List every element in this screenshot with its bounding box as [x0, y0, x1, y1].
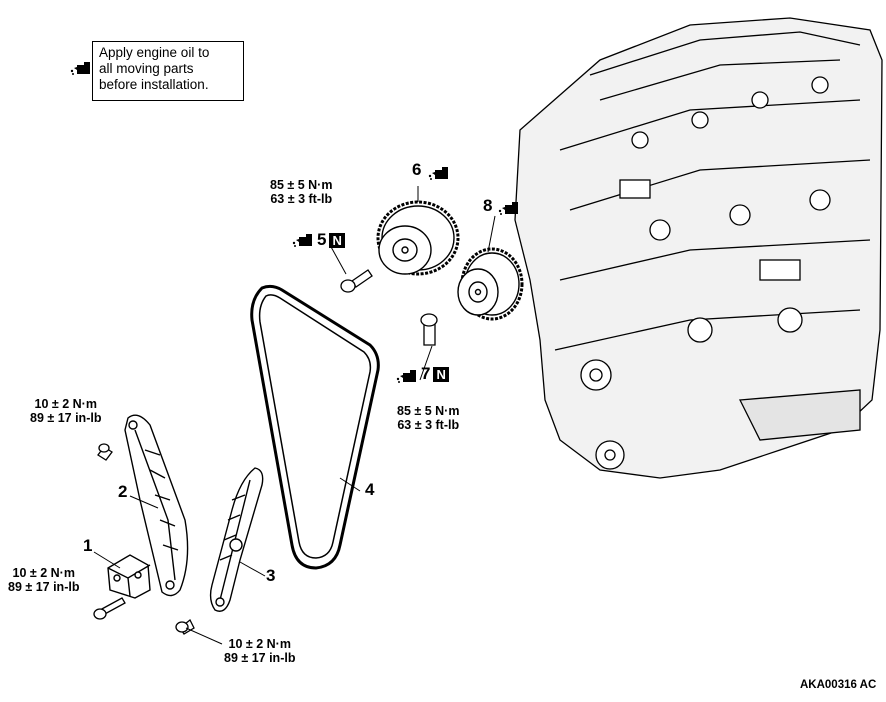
legend-line-3: before installation.: [99, 77, 209, 92]
torque-nm: 10 ± 2 N·m: [34, 397, 97, 411]
callout-6: 6: [412, 160, 422, 179]
legend-line-1: Apply engine oil to: [99, 45, 210, 60]
new-part-mark: N: [433, 367, 449, 382]
callout-4: 4: [365, 480, 375, 499]
bolt-7: [420, 313, 438, 346]
legend-box: Apply engine oil to all moving parts bef…: [92, 41, 244, 101]
callout-8: 8: [483, 196, 493, 215]
tensioner-lever: [209, 467, 264, 612]
callout-3: 3: [266, 566, 276, 585]
torque-label-lever-bolt: 10 ± 2 N·m 89 ± 17 in-lb: [224, 637, 295, 665]
torque-nm: 85 ± 5 N·m: [397, 404, 460, 418]
oil-can-icon: [292, 234, 312, 247]
leader-lines: [93, 186, 496, 645]
bolt-lever: [175, 618, 195, 635]
callout-7: 7: [421, 364, 431, 383]
callout-5: 5: [317, 230, 327, 249]
figure-reference: AKA00316 AC: [800, 679, 877, 691]
oil-can-icon: [70, 62, 90, 75]
callout-1: 1: [83, 536, 93, 555]
torque-nm: 10 ± 2 N·m: [228, 637, 291, 651]
torque-nm: 10 ± 2 N·m: [12, 566, 75, 580]
torque-inlb: 89 ± 17 in-lb: [8, 580, 80, 594]
bolt-tensioner: [93, 597, 126, 620]
torque-ftlb: 63 ± 3 ft-lb: [270, 192, 333, 206]
bolts: [93, 269, 438, 635]
callout-2: 2: [118, 482, 128, 501]
bolt-guide: [97, 443, 113, 461]
torque-label-tensioner-bolt: 10 ± 2 N·m 89 ± 17 in-lb: [8, 566, 79, 594]
torque-label-bolt-7: 85 ± 5 N·m 63 ± 3 ft-lb: [397, 404, 459, 432]
torque-inlb: 89 ± 17 in-lb: [30, 411, 102, 425]
exhaust-sprocket: [457, 247, 524, 321]
bolt-5: [340, 269, 373, 293]
engine-block: [514, 17, 883, 479]
chain-guide: [124, 414, 189, 597]
timing-chain: [250, 284, 380, 570]
torque-nm: 85 ± 5 N·m: [270, 178, 333, 192]
oil-can-icon: [428, 167, 448, 180]
oil-can-icon: [396, 370, 416, 383]
torque-inlb: 89 ± 17 in-lb: [224, 651, 296, 665]
legend-line-2: all moving parts: [99, 61, 194, 76]
torque-ftlb: 63 ± 3 ft-lb: [397, 418, 460, 432]
intake-sprocket: [376, 200, 460, 276]
oil-can-icon: [498, 202, 518, 215]
chain-tensioner: [107, 554, 151, 599]
new-part-mark: N: [329, 233, 345, 248]
torque-label-guide-bolt: 10 ± 2 N·m 89 ± 17 in-lb: [30, 397, 101, 425]
torque-label-bolt-5: 85 ± 5 N·m 63 ± 3 ft-lb: [270, 178, 332, 206]
